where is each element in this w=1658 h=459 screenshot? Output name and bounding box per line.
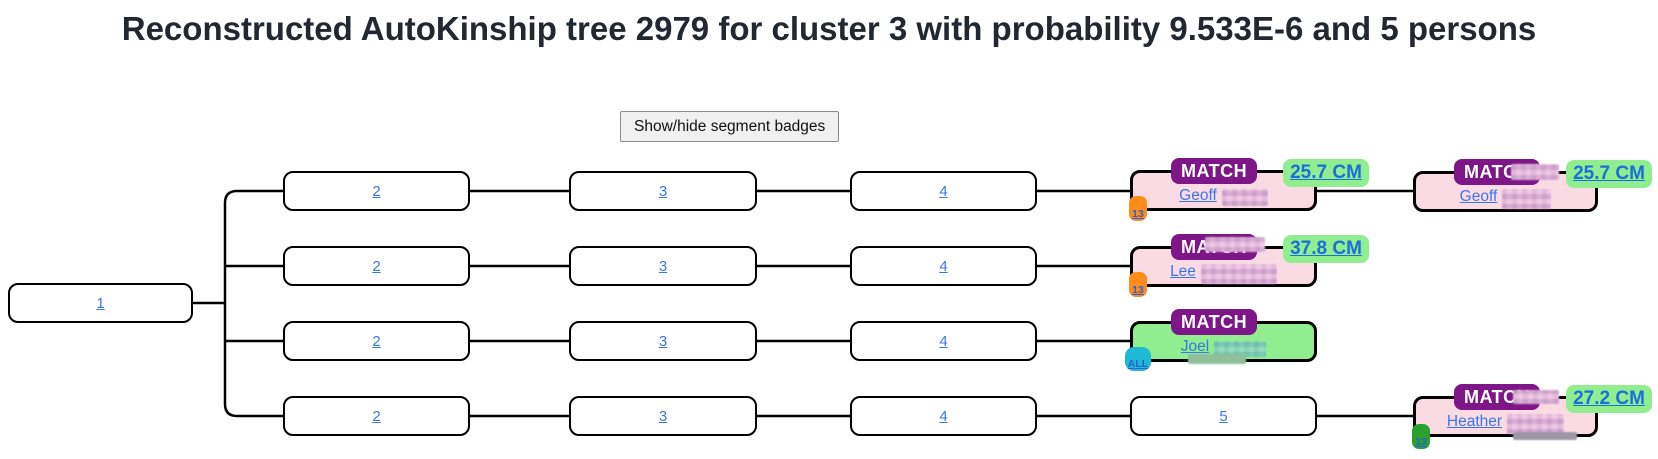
match-name: Lee — [1170, 262, 1277, 284]
match-box-heather: MATCH 27.2 CM 13 Heather — [1412, 384, 1652, 449]
tree-node-1: 1 — [8, 283, 193, 323]
page-title: Reconstructed AutoKinship tree 2979 for … — [121, 10, 1537, 47]
redacted-text — [1513, 390, 1559, 404]
tree-node-row1-4: 4 — [850, 171, 1037, 211]
node-link[interactable]: 4 — [939, 182, 948, 200]
node-link[interactable]: 3 — [658, 257, 668, 275]
tree-node-row2-4: 4 — [850, 246, 1037, 286]
tree-node-row4-5: 5 — [1130, 396, 1317, 436]
match-box-geoff: MATCH 25.7 CM 13 Geoff — [1129, 158, 1369, 221]
tree-node-row3-2: 2 — [283, 321, 470, 361]
node-link[interactable]: 5 — [1219, 407, 1228, 425]
node-link-1[interactable]: 1 — [96, 294, 105, 312]
redacted-text — [1188, 354, 1246, 364]
node-link[interactable]: 2 — [372, 332, 381, 350]
match-name-link[interactable]: Joel — [1180, 337, 1210, 355]
match-badge: MATCH — [1171, 309, 1258, 335]
redacted-text — [1511, 164, 1559, 180]
redacted-surname — [1200, 263, 1277, 284]
tree-node-row4-3: 3 — [569, 396, 757, 436]
match-name-link[interactable]: Heather — [1446, 412, 1503, 430]
tree-node-row1-2: 2 — [283, 171, 470, 211]
connector-bracket — [223, 189, 283, 418]
redacted-text — [1513, 432, 1577, 440]
shared-cm-link[interactable]: 25.7 CM — [1283, 159, 1369, 187]
node-link[interactable]: 2 — [372, 257, 381, 275]
node-link[interactable]: 2 — [372, 182, 381, 200]
tree-node-row3-3: 3 — [569, 321, 757, 361]
segment-badge-link[interactable]: 13 — [1129, 196, 1147, 221]
node-link[interactable]: 4 — [939, 407, 948, 425]
show-hide-segment-badges-button[interactable]: Show/hide segment badges — [620, 111, 840, 142]
segment-badge-link[interactable]: 13 — [1129, 272, 1147, 297]
node-link[interactable]: 4 — [939, 332, 948, 350]
redacted-text — [1205, 237, 1265, 252]
redacted-surname — [1221, 189, 1268, 206]
match-badge: MATCH — [1171, 158, 1258, 184]
segment-badge-link[interactable]: ALL — [1125, 347, 1151, 371]
match-name-link[interactable]: Geoff — [1459, 187, 1498, 205]
tree-node-row2-3: 3 — [569, 246, 757, 286]
node-link[interactable]: 4 — [939, 257, 948, 275]
segment-badge-link[interactable]: 13 — [1412, 424, 1430, 449]
match-name-link[interactable]: Lee — [1170, 262, 1196, 280]
match-name: Geoff — [1179, 186, 1268, 206]
match-name: Geoff — [1459, 187, 1552, 209]
shared-cm-link[interactable]: 37.8 CM — [1283, 235, 1369, 263]
redacted-surname — [1214, 340, 1267, 357]
tree-node-row4-2: 2 — [283, 396, 470, 436]
match-name: Joel — [1180, 337, 1267, 357]
tree-node-row2-2: 2 — [283, 246, 470, 286]
redacted-surname — [1507, 413, 1565, 434]
node-link[interactable]: 3 — [658, 182, 668, 200]
node-link[interactable]: 3 — [658, 407, 668, 425]
match-box-joel: MATCH ALL Joel — [1125, 309, 1317, 371]
shared-cm-link[interactable]: 25.7 CM — [1566, 160, 1652, 188]
node-link[interactable]: 3 — [658, 332, 668, 350]
match-name: Heather — [1446, 412, 1565, 434]
redacted-surname — [1502, 188, 1552, 209]
tree-node-row1-3: 3 — [569, 171, 757, 211]
tree-node-row3-4: 4 — [850, 321, 1037, 361]
node-link[interactable]: 2 — [372, 407, 381, 425]
match-name-link[interactable]: Geoff — [1179, 186, 1217, 204]
shared-cm-link[interactable]: 27.2 CM — [1566, 385, 1652, 413]
tree-node-row4-4: 4 — [850, 396, 1037, 436]
match-box-geoff-2: MATCH 25.7 CM Geoff — [1413, 159, 1652, 212]
match-box-lee: MATCH 37.8 CM 13 Lee — [1129, 234, 1369, 297]
